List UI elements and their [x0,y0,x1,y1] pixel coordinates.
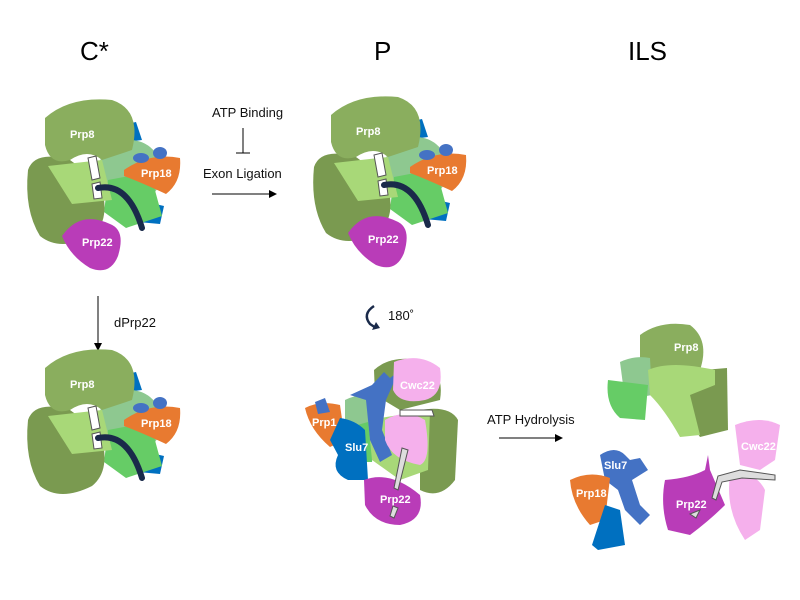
label-prp8: Prp8 [674,342,698,354]
state-title-c-star: C* [80,36,109,66]
complex-p: Prp8 Prp18 Prp22 [313,96,466,268]
label-atp-binding: ATP Binding [212,105,283,120]
label-prp22: Prp22 [380,494,411,506]
label-slu7: Slu7 [345,442,368,454]
label-prp22: Prp22 [82,237,113,249]
state-title-p: P [374,36,391,66]
label-prp18: Prp18 [427,165,458,177]
label-prp18: Prp18 [576,488,607,500]
label-exon-ligation: Exon Ligation [203,166,282,181]
label-prp18: Prp18 [141,418,172,430]
label-prp8: Prp8 [356,126,380,138]
complex-p-rotated: Cwc22 Prp1 Slu7 Prp22 [305,358,458,525]
label-prp8: Prp8 [70,129,94,141]
label-cwc22: Cwc22 [741,441,776,453]
label-prp8: Prp8 [70,379,94,391]
complex-c-star-dprp22: Prp8 Prp18 [27,349,180,494]
label-dprp22: dPrp22 [114,315,156,330]
state-title-ils: ILS [628,36,667,66]
complex-c-star: Prp8 Prp18 Prp22 [27,99,180,271]
label-prp18-truncated: Prp1 [312,417,336,429]
label-atp-hydrolysis: ATP Hydrolysis [487,412,575,427]
complex-ils-core: Prp8 [607,323,728,437]
rotation-arrowhead-icon [372,322,380,330]
label-prp22: Prp22 [676,499,707,511]
label-cwc22: Cwc22 [400,380,435,392]
rotation-arrow-icon [365,304,377,330]
label-rotation: 180˚ [388,308,414,323]
label-prp18: Prp18 [141,168,172,180]
label-slu7: Slu7 [604,460,627,472]
complex-ils-released: Slu7 Prp18 Prp22 Cwc22 [570,420,780,550]
label-prp22: Prp22 [368,234,399,246]
